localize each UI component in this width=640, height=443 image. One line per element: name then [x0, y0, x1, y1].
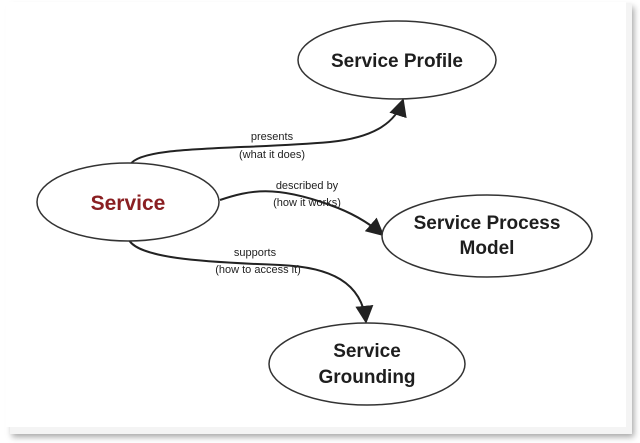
edge-label-described-by: described by: [276, 180, 339, 192]
edge-label-presents: presents: [251, 131, 294, 143]
node-service: Service: [36, 162, 220, 242]
node-service-profile-label: Service Profile: [331, 51, 463, 72]
edge-label-supports: supports: [234, 247, 277, 259]
edge-presents: [129, 98, 407, 166]
node-service-label: Service: [91, 192, 166, 215]
node-service-grounding-line1: Service: [333, 341, 401, 362]
edge-label-presents-sub: (what it does): [239, 149, 305, 161]
node-service-process-model-line2: Model: [460, 238, 515, 259]
edge-described-by: [219, 190, 385, 237]
node-service-process-model: Service Process Model: [381, 194, 593, 278]
edge-label-described-by-sub: (how it works): [273, 197, 341, 209]
node-service-grounding-line2: Grounding: [318, 367, 415, 388]
node-service-profile: Service Profile: [297, 20, 497, 100]
node-service-process-model-line1: Service Process: [414, 213, 561, 234]
node-service-grounding: Service Grounding: [268, 322, 466, 406]
edge-label-supports-sub: (how to access it): [215, 264, 301, 276]
edge-supports: [127, 237, 374, 324]
